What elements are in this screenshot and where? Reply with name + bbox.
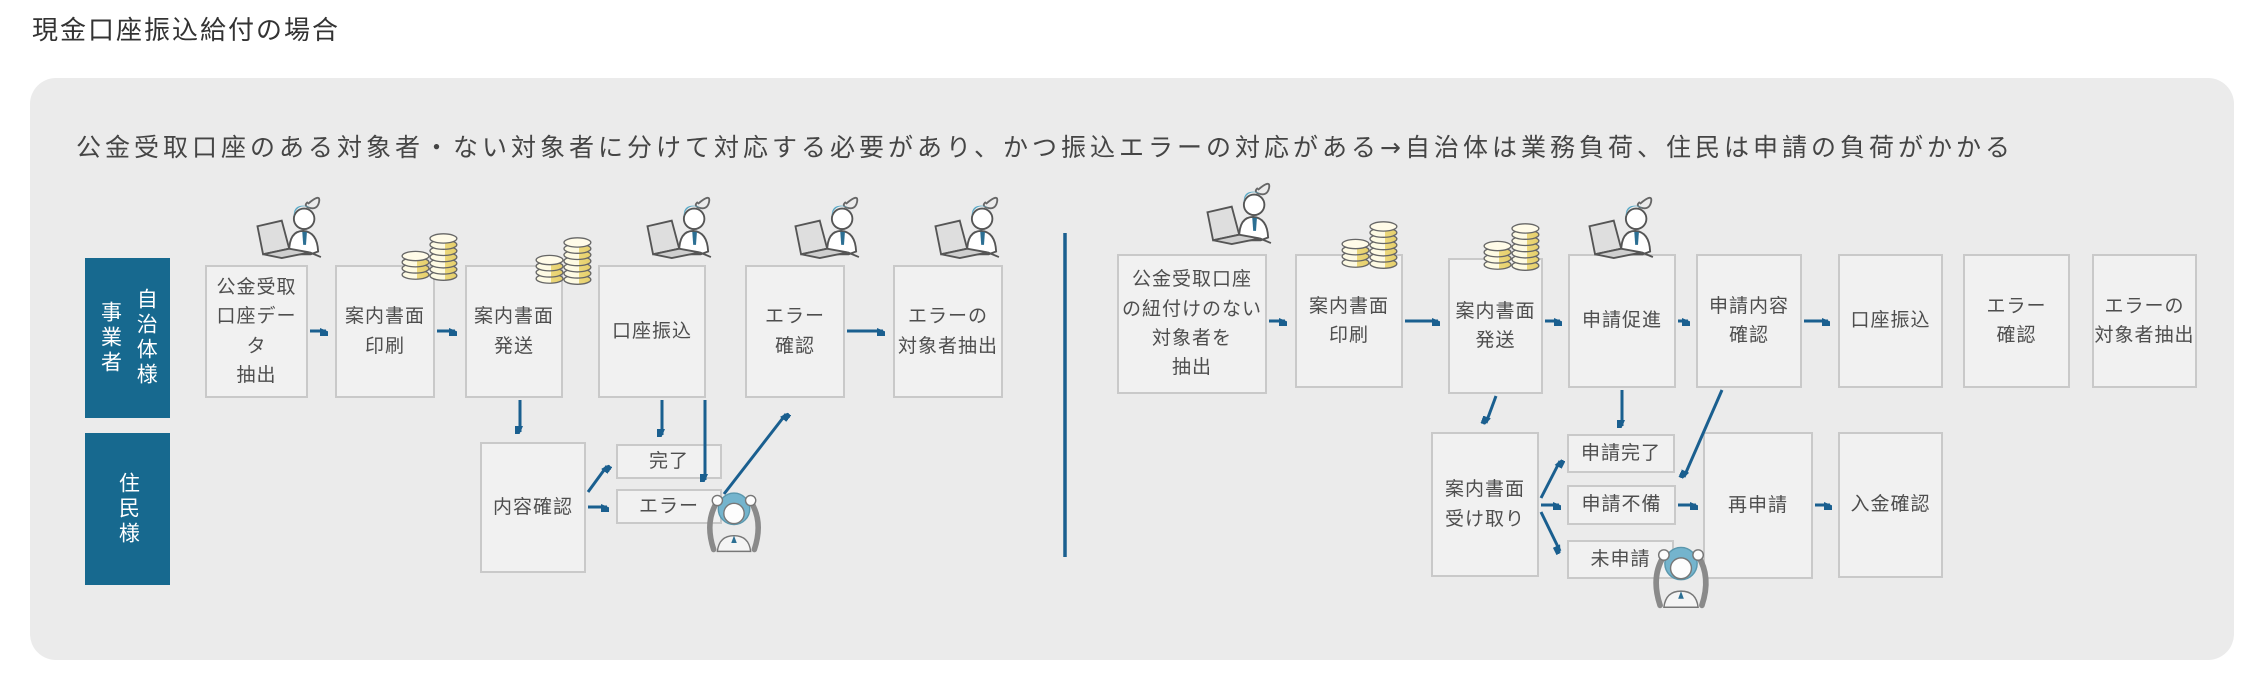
flow-box-application-review: 申請内容 確認 (1696, 254, 1802, 388)
stressed-person-icon (697, 484, 771, 554)
flow-box-receive-notice: 案内書面 受け取り (1431, 432, 1539, 577)
worker-at-laptop-icon (928, 192, 1012, 268)
flow-box-extract-error-targets-2: エラーの 対象者抽出 (2092, 254, 2197, 388)
worker-at-laptop-icon (1582, 192, 1666, 268)
worker-at-laptop-icon (640, 192, 724, 268)
flow-box-send-notice-2: 案内書面 発送 (1448, 258, 1543, 394)
worker-at-laptop-icon (1200, 178, 1284, 254)
lane-label-residents: 住民様 (85, 433, 170, 585)
flow-box-extract-account-data: 公金受取 口座データ 抽出 (205, 265, 308, 398)
lane-residents-label: 住民様 (116, 471, 141, 547)
coin-stacks-icon (532, 232, 596, 286)
flow-box-error-check-2: エラー 確認 (1963, 254, 2070, 388)
coin-stacks-icon (398, 228, 462, 282)
flow-box-content-check: 内容確認 (480, 442, 586, 573)
flow-box-extract-unlinked-targets: 公金受取口座 の紐付けのない 対象者を 抽出 (1117, 254, 1267, 394)
coin-stacks-icon (1338, 216, 1402, 270)
flow-box-send-notice: 案内書面 発送 (465, 265, 563, 398)
flow-box-promote-application: 申請促進 (1568, 254, 1676, 388)
flow-box-error: エラー (616, 489, 722, 524)
panel-subtitle: 公金受取口座のある対象者・ない対象者に分けて対応する必要があり、かつ振込エラーの… (76, 133, 2014, 162)
flow-box-bank-transfer: 口座振込 (598, 265, 706, 398)
flow-box-print-notice-2: 案内書面 印刷 (1295, 254, 1403, 388)
flow-box-done: 完了 (616, 444, 722, 479)
flow-box-print-notice: 案内書面 印刷 (335, 265, 435, 398)
lane-municipality-line2: 事業者 (98, 300, 123, 376)
flow-box-application-complete: 申請完了 (1567, 434, 1675, 473)
flow-box-bank-transfer-2: 口座振込 (1838, 254, 1943, 388)
worker-at-laptop-icon (250, 192, 334, 268)
flow-box-error-check: エラー 確認 (745, 265, 845, 398)
stressed-person-icon (1643, 538, 1719, 610)
worker-at-laptop-icon (788, 192, 872, 268)
flow-box-payment-confirm: 入金確認 (1838, 432, 1943, 578)
page-title: 現金口座振込給付の場合 (32, 16, 341, 46)
flow-box-reapply: 再申請 (1703, 432, 1813, 579)
lane-label-municipality: 自治体様 事業者 (85, 258, 170, 418)
flow-box-application-incomplete: 申請不備 (1567, 485, 1676, 525)
flow-box-extract-error-targets: エラーの 対象者抽出 (893, 265, 1003, 398)
coin-stacks-icon (1480, 218, 1544, 272)
lane-municipality-line1: 自治体様 (134, 288, 159, 388)
